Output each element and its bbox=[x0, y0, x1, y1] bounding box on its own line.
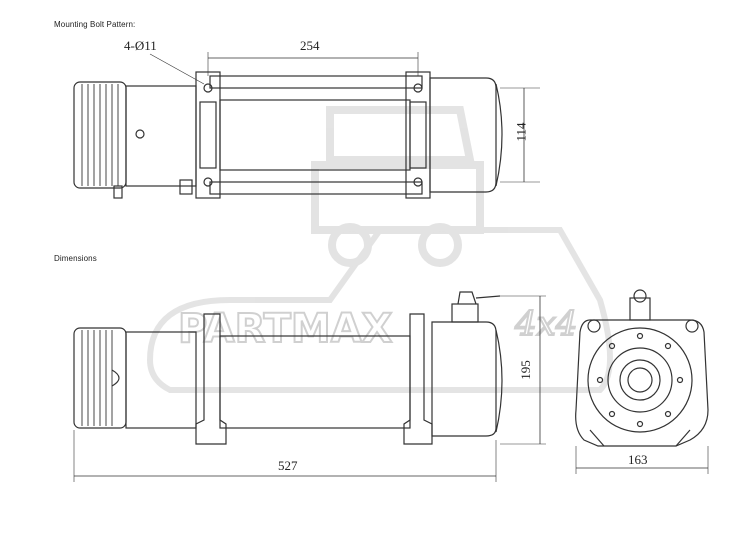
end-view bbox=[575, 289, 709, 447]
watermark-suffix: 4x4 bbox=[514, 304, 577, 344]
side-right-bracket bbox=[403, 313, 433, 445]
bolt-holes-dimension: 4-Ø11 bbox=[124, 38, 157, 53]
bolt-spacing-x-dimension: 254 bbox=[300, 38, 320, 53]
dimensions-label: Dimensions bbox=[54, 254, 97, 263]
gearbox bbox=[429, 77, 497, 193]
overall-length-dimension: 527 bbox=[278, 458, 298, 473]
side-gearbox bbox=[431, 321, 497, 437]
side-left-bracket bbox=[195, 313, 227, 445]
housing-bolt bbox=[135, 129, 145, 139]
motor-terminal bbox=[113, 185, 123, 199]
end-view-clutch bbox=[629, 297, 651, 321]
bolt-spacing-y-dimension: 114 bbox=[513, 122, 529, 142]
clutch-lever bbox=[179, 179, 193, 195]
mounting-bolt-pattern-label: Mounting Bolt Pattern: bbox=[54, 20, 136, 29]
side-view bbox=[73, 289, 709, 482]
top-view bbox=[73, 52, 540, 199]
bolt-hole-1 bbox=[203, 83, 213, 93]
clutch-knob bbox=[451, 303, 479, 323]
end-width-dimension: 163 bbox=[628, 452, 648, 467]
side-housing bbox=[125, 331, 197, 429]
overall-height-dimension: 195 bbox=[517, 360, 533, 380]
bolt-hole-2 bbox=[203, 177, 213, 187]
bolt-hole-3 bbox=[413, 83, 423, 93]
watermark-brand: PARTMAX bbox=[178, 306, 393, 352]
bolt-hole-4 bbox=[413, 177, 423, 187]
